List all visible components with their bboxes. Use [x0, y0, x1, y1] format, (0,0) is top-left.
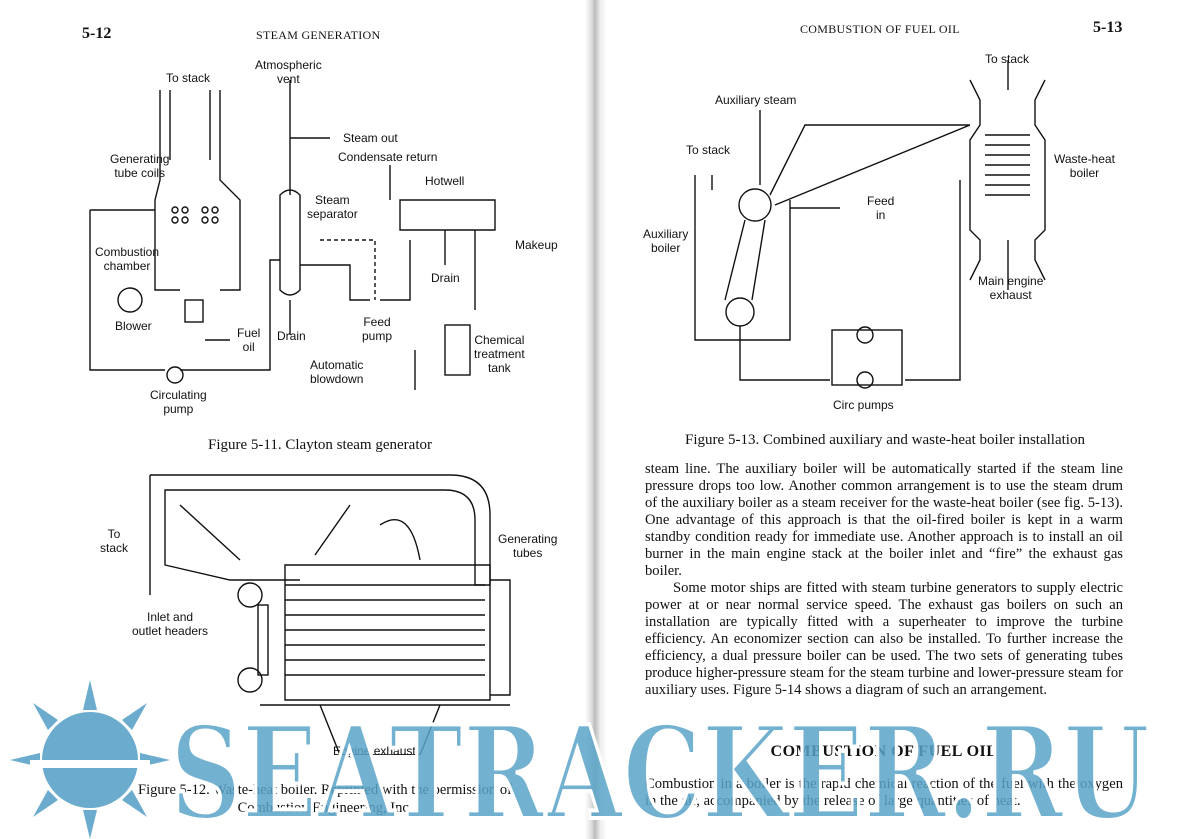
running-head-left: STEAM GENERATION	[256, 28, 381, 42]
figure-5-12-caption: Figure 5-12. Waste-heat boiler. Reprinte…	[90, 781, 560, 817]
book-gutter	[585, 0, 607, 839]
label-drain-hotwell: Drain	[431, 271, 460, 285]
label-engine-exhaust: Engine exhaust	[333, 744, 416, 758]
label-makeup: Makeup	[515, 238, 558, 252]
figure-5-11-caption: Figure 5-11. Clayton steam generator	[208, 437, 432, 453]
figure-5-13-caption: Figure 5-13. Combined auxiliary and wast…	[685, 432, 1085, 448]
page-number-left: 5-12	[82, 25, 112, 42]
label-automatic-blowdown: Automatic blowdown	[310, 358, 364, 386]
label-hotwell: Hotwell	[425, 174, 465, 188]
label-to-stack-top: To stack	[985, 52, 1030, 66]
label-fuel-oil: Fuel oil	[237, 326, 261, 354]
figure-5-12-diagram	[149, 474, 511, 755]
body-text: steam line. The auxiliary boiler will be…	[645, 461, 1123, 699]
label-combustion-chamber: Combustion chamber	[95, 245, 160, 273]
running-head-right: COMBUSTION OF FUEL OIL	[800, 22, 960, 36]
label-steam-out: Steam out	[343, 131, 398, 145]
paragraph-2: Some motor ships are fitted with steam t…	[645, 580, 1123, 698]
label-feed-in: Feed in	[867, 194, 895, 222]
label-to-stack-5-12: To stack	[100, 527, 129, 555]
label-to-stack-left: To stack	[686, 143, 731, 157]
label-generating-tube-coils: Generating tube coils	[110, 152, 170, 180]
label-condensate-return: Condensate return	[338, 150, 438, 164]
paragraph-1: steam line. The auxiliary boiler will be…	[645, 461, 1123, 579]
label-atmospheric-vent: Atmospheric vent	[255, 58, 322, 86]
label-to-stack: To stack	[166, 71, 211, 85]
figure-5-13-diagram	[694, 60, 1046, 389]
page-number-right: 5-13	[1093, 19, 1123, 36]
label-auxiliary-boiler: Auxiliary boiler	[643, 227, 689, 255]
figure-5-12-caption-line2: Combustion Engineering, Inc.	[237, 800, 413, 816]
label-steam-separator: Steam separator	[307, 193, 358, 221]
label-drain-separator: Drain	[277, 329, 306, 343]
paragraph-3: Combustion in a boiler is the rapid chem…	[645, 776, 1123, 809]
label-main-engine-exhaust: Main engine exhaust	[978, 274, 1044, 302]
label-inlet-outlet-headers: Inlet and outlet headers	[132, 610, 209, 638]
label-feed-pump: Feed pump	[362, 315, 393, 343]
figure-5-12-caption-line1: Figure 5-12. Waste-heat boiler. Reprinte…	[138, 782, 512, 798]
label-auxiliary-steam: Auxiliary steam	[715, 93, 797, 107]
label-generating-tubes: Generating tubes	[498, 532, 558, 560]
section-heading: COMBUSTION OF FUEL OIL	[770, 743, 998, 760]
label-blower: Blower	[115, 319, 152, 333]
label-circulating-pump: Circulating pump	[150, 388, 207, 416]
figure-5-11-diagram	[89, 80, 496, 390]
label-waste-heat-boiler: Waste-heat boiler	[1054, 152, 1115, 180]
label-chemical-treatment-tank: Chemical treatment tank	[474, 333, 525, 375]
label-circ-pumps: Circ pumps	[833, 398, 894, 412]
